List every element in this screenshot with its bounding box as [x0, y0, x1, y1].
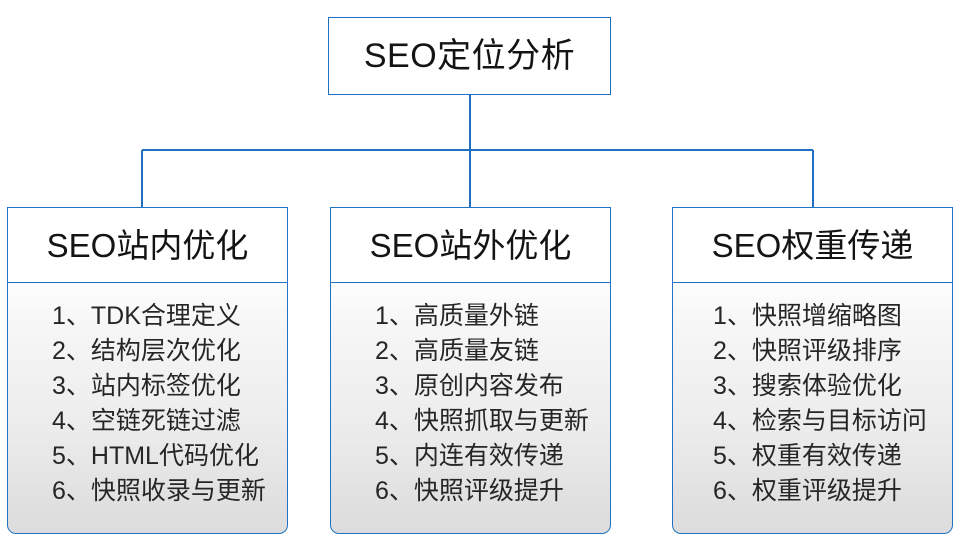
- branch-2-item-list: 1、高质量外链 2、高质量友链 3、原创内容发布 4、快照抓取与更新 5、内连有…: [331, 299, 610, 509]
- root-node-title: SEO定位分析: [363, 37, 576, 75]
- branch-header-1[interactable]: SEO站内优化: [7, 207, 288, 283]
- list-item: 2、结构层次优化: [52, 337, 241, 365]
- branch-body-1: 1、TDK合理定义 2、结构层次优化 3、站内标签优化 4、空链死链过滤 5、H…: [7, 282, 288, 534]
- list-item: 6、权重评级提升: [713, 477, 902, 505]
- list-item: 5、内连有效传递: [375, 442, 564, 470]
- branch-header-3-title: SEO权重传递: [711, 226, 914, 264]
- list-item: 3、站内标签优化: [52, 372, 241, 400]
- list-item: 4、检索与目标访问: [713, 407, 927, 435]
- list-item: 2、快照评级排序: [713, 337, 902, 365]
- list-item: 5、权重有效传递: [713, 442, 902, 470]
- list-item: 5、HTML代码优化: [52, 442, 259, 470]
- branch-header-2[interactable]: SEO站外优化: [330, 207, 611, 283]
- branch-header-2-title: SEO站外优化: [369, 226, 572, 264]
- branch-header-1-title: SEO站内优化: [46, 226, 249, 264]
- root-node[interactable]: SEO定位分析: [328, 17, 611, 95]
- branch-3-item-list: 1、快照增缩略图 2、快照评级排序 3、搜索体验优化 4、检索与目标访问 5、权…: [673, 299, 952, 509]
- branch-1-item-list: 1、TDK合理定义 2、结构层次优化 3、站内标签优化 4、空链死链过滤 5、H…: [8, 299, 287, 509]
- list-item: 6、快照评级提升: [375, 477, 564, 505]
- branch-column-3: SEO权重传递 1、快照增缩略图 2、快照评级排序 3、搜索体验优化 4、检索与…: [672, 207, 953, 534]
- list-item: 2、高质量友链: [375, 337, 539, 365]
- list-item: 4、空链死链过滤: [52, 407, 241, 435]
- list-item: 1、TDK合理定义: [52, 302, 241, 330]
- list-item: 3、原创内容发布: [375, 372, 564, 400]
- branch-column-2: SEO站外优化 1、高质量外链 2、高质量友链 3、原创内容发布 4、快照抓取与…: [330, 207, 611, 534]
- list-item: 3、搜索体验优化: [713, 372, 902, 400]
- branch-column-1: SEO站内优化 1、TDK合理定义 2、结构层次优化 3、站内标签优化 4、空链…: [7, 207, 288, 534]
- list-item: 6、快照收录与更新: [52, 477, 266, 505]
- list-item: 1、高质量外链: [375, 302, 539, 330]
- list-item: 4、快照抓取与更新: [375, 407, 589, 435]
- branch-body-3: 1、快照增缩略图 2、快照评级排序 3、搜索体验优化 4、检索与目标访问 5、权…: [672, 282, 953, 534]
- branch-header-3[interactable]: SEO权重传递: [672, 207, 953, 283]
- branch-body-2: 1、高质量外链 2、高质量友链 3、原创内容发布 4、快照抓取与更新 5、内连有…: [330, 282, 611, 534]
- list-item: 1、快照增缩略图: [713, 302, 902, 330]
